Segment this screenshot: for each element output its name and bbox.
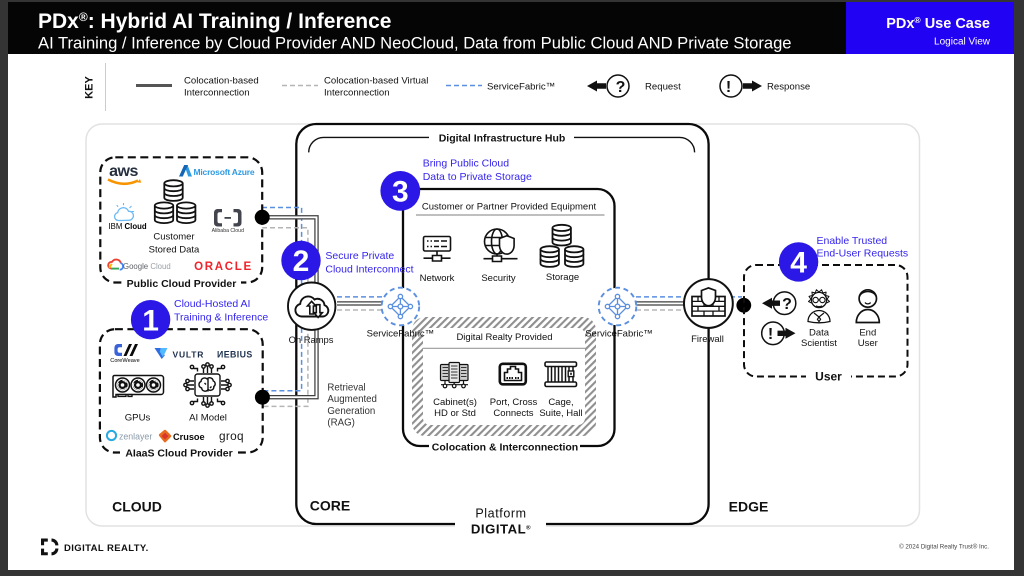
svg-text:DIGITAL REALTY.: DIGITAL REALTY. (64, 543, 149, 554)
svg-text:Storage: Storage (546, 272, 579, 283)
svg-text:Interconnection: Interconnection (184, 88, 250, 99)
svg-text:Colocation-based: Colocation-based (184, 76, 259, 87)
svg-text:!: ! (768, 326, 773, 343)
svg-text:Stored Data: Stored Data (149, 245, 200, 256)
svg-text:Interconnection: Interconnection (324, 88, 390, 99)
svg-text:GPUs: GPUs (125, 413, 151, 424)
svg-text:3: 3 (392, 176, 409, 209)
svg-text:VULTR: VULTR (173, 350, 205, 360)
svg-text:Cloud Interconnect: Cloud Interconnect (325, 264, 413, 276)
svg-text:Logical View: Logical View (934, 37, 991, 48)
svg-text:Public Cloud Provider: Public Cloud Provider (127, 278, 237, 290)
svg-text:On Ramps: On Ramps (289, 334, 334, 345)
svg-text:aws: aws (109, 163, 138, 180)
svg-text:PDx®: Hybrid AI Training / Inf: PDx®: Hybrid AI Training / Inference (38, 10, 391, 33)
svg-text:Bring Public Cloud: Bring Public Cloud (423, 158, 510, 170)
svg-text:Port, Cross: Port, Cross (490, 397, 538, 408)
svg-text:Data to Private Storage: Data to Private Storage (423, 171, 532, 183)
svg-text:?: ? (616, 79, 626, 96)
svg-text:Digital Infrastructure Hub: Digital Infrastructure Hub (439, 133, 566, 145)
svg-text:Security: Security (481, 273, 516, 284)
svg-text:Microsoft Azure: Microsoft Azure (194, 167, 255, 177)
svg-text:Retrieval: Retrieval (327, 383, 365, 394)
svg-text:CORE: CORE (310, 498, 350, 514)
svg-text:Request: Request (645, 82, 681, 93)
svg-text:ServiceFabric™: ServiceFabric™ (585, 329, 653, 340)
svg-text:Colocation & Interconnection: Colocation & Interconnection (432, 442, 578, 454)
svg-text:!: ! (726, 79, 731, 96)
svg-text:(RAG): (RAG) (327, 417, 354, 428)
svg-text:CLOUD: CLOUD (112, 499, 162, 515)
svg-text:Scientist: Scientist (801, 338, 837, 349)
svg-text:Colocation-based Virtual: Colocation-based Virtual (324, 76, 428, 87)
svg-text:zenlayer: zenlayer (119, 432, 152, 442)
svg-text:groq: groq (219, 429, 244, 443)
svg-text:Suite, Hall: Suite, Hall (539, 408, 582, 419)
svg-text:HD or Std: HD or Std (434, 408, 476, 419)
svg-text:1: 1 (142, 304, 159, 337)
svg-text:Google Cloud: Google Cloud (123, 262, 171, 271)
svg-text:Network: Network (420, 273, 455, 284)
svg-text:ИEBIUS: ИEBIUS (217, 350, 253, 360)
svg-text:?: ? (782, 296, 792, 313)
svg-text:AIaaS Cloud Provider: AIaaS Cloud Provider (125, 448, 232, 460)
svg-text:Cloud-Hosted AI: Cloud-Hosted AI (174, 298, 250, 310)
svg-text:Generation: Generation (327, 406, 375, 417)
svg-text:KEY: KEY (84, 76, 96, 99)
svg-text:CoreWeave: CoreWeave (110, 358, 139, 364)
svg-text:2: 2 (293, 245, 310, 278)
svg-text:Digital Realty Provided: Digital Realty Provided (456, 332, 552, 343)
svg-text:End: End (859, 328, 876, 339)
svg-text:Cage,: Cage, (548, 397, 573, 408)
svg-text:Customer or Partner Provided E: Customer or Partner Provided Equipment (422, 202, 597, 213)
svg-text:PDx® Use Case: PDx® Use Case (886, 15, 990, 32)
svg-text:AI Training / Inference by Clo: AI Training / Inference by Cloud Provide… (38, 34, 792, 53)
svg-text:Alibaba Cloud: Alibaba Cloud (212, 228, 244, 234)
svg-text:Customer: Customer (153, 232, 194, 243)
svg-text:Cabinet(s): Cabinet(s) (433, 397, 477, 408)
svg-text:DIGITAL®: DIGITAL® (471, 522, 531, 537)
svg-text:Secure Private: Secure Private (325, 250, 394, 262)
svg-text:EDGE: EDGE (729, 499, 769, 515)
svg-text:ServiceFabric™: ServiceFabric™ (367, 329, 435, 340)
svg-text:ORACLE: ORACLE (194, 261, 253, 273)
svg-text:AI Model: AI Model (189, 413, 227, 424)
svg-text:ServiceFabric™: ServiceFabric™ (487, 82, 555, 93)
svg-text:Firewall: Firewall (691, 334, 724, 345)
svg-text:User: User (858, 338, 878, 349)
svg-text:Training & Inference: Training & Inference (174, 312, 268, 324)
svg-text:End-User Requests: End-User Requests (817, 248, 909, 260)
svg-text:Enable Trusted: Enable Trusted (817, 235, 888, 247)
svg-text:Connects: Connects (493, 408, 533, 419)
svg-text:Response: Response (767, 82, 810, 93)
svg-text:User: User (815, 370, 842, 384)
svg-text:4: 4 (790, 247, 807, 280)
svg-text:Crusoe: Crusoe (173, 432, 205, 442)
svg-text:Data: Data (809, 328, 830, 339)
svg-text:Augmented: Augmented (327, 394, 377, 405)
svg-text:Platform: Platform (475, 507, 526, 521)
svg-text:IBM Cloud: IBM Cloud (109, 222, 147, 231)
svg-text:© 2024 Digital Realty Trust® I: © 2024 Digital Realty Trust® Inc. (899, 544, 989, 551)
